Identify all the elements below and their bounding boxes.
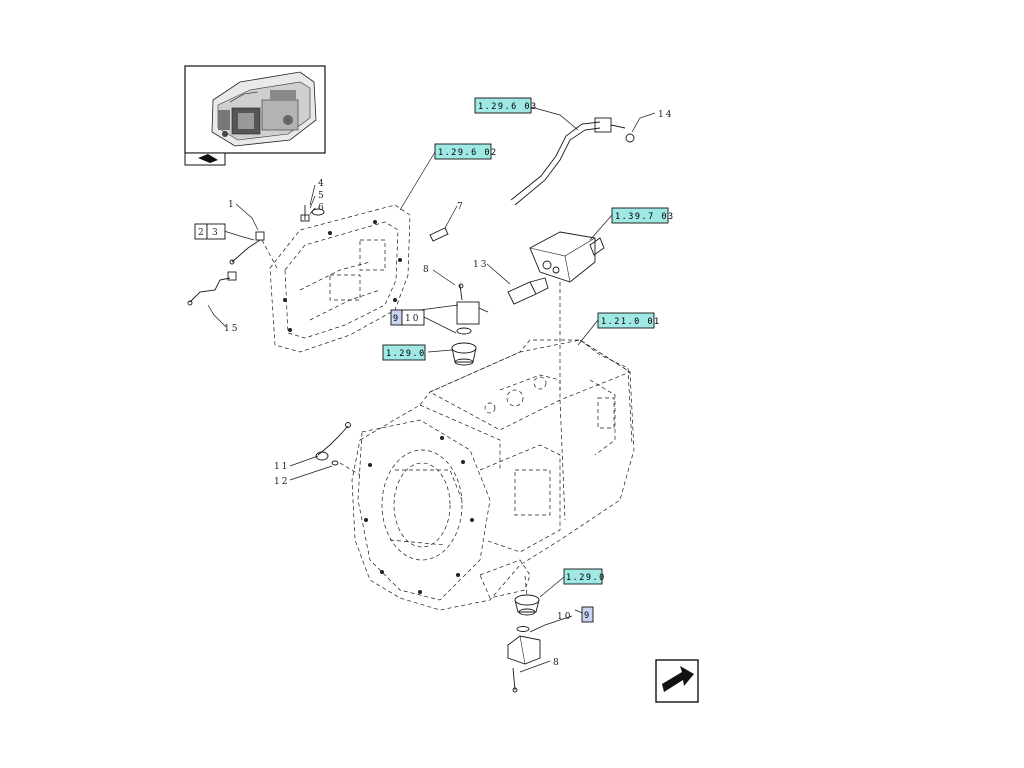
callout-13: 13 [473, 260, 488, 270]
ref-box-top-pipe[interactable]: 1.29.6 03 [474, 97, 538, 114]
callout-1: 1 [228, 200, 236, 210]
svg-text:1.39.7 03: 1.39.7 03 [615, 212, 675, 222]
callout-14: 14 [658, 110, 673, 120]
ref-box-small-9b[interactable]: 9 [581, 606, 594, 623]
sensor-upper [456, 283, 489, 335]
callout-7: 7 [457, 202, 465, 212]
callout-15: 15 [224, 324, 239, 334]
svg-text:1.29.0: 1.29.0 [566, 573, 606, 583]
ref-box-housing[interactable]: 1.21.0 01 [597, 312, 661, 329]
callout-10-lower: 10 [557, 612, 572, 622]
svg-text:9: 9 [393, 314, 400, 324]
ref-box-top-plate[interactable]: 1.29.6 02 [434, 143, 498, 160]
cover-plate [269, 204, 411, 353]
wiring-harness-left [187, 231, 279, 306]
callout-10-upper: 10 [405, 314, 420, 324]
callout-2: 2 [198, 228, 206, 238]
ref-box-cap-bottom[interactable]: 1.29.0 [563, 568, 606, 585]
transmission-housing [351, 339, 635, 611]
ref-box-cap-left[interactable]: 1.29.0 [382, 344, 426, 361]
callout-12: 12 [274, 477, 289, 487]
ref-box-small-9a[interactable]: 9 [390, 309, 403, 326]
wiring-harness-lower [315, 422, 361, 476]
callout-4: 4 [318, 179, 326, 189]
callout-frame-10a [401, 309, 425, 326]
callout-3: 3 [212, 228, 220, 238]
hydraulic-pipe [510, 117, 635, 206]
callout-6: 6 [318, 203, 326, 213]
cap-left [451, 342, 477, 366]
svg-text:9: 9 [584, 611, 591, 621]
assembly-thumbnail-icon[interactable] [184, 65, 326, 166]
svg-text:1.29.6 02: 1.29.6 02 [438, 148, 498, 158]
callout-8-lower: 8 [553, 658, 561, 668]
svg-text:1.21.0 01: 1.21.0 01 [601, 317, 661, 327]
control-valve [529, 231, 605, 283]
cap-bottom [507, 575, 541, 693]
callout-5: 5 [318, 191, 326, 201]
callout-11: 11 [274, 462, 289, 472]
callout-frame-3 [206, 223, 226, 240]
ref-box-valve[interactable]: 1.39.7 03 [611, 207, 675, 224]
leader-lines [207, 106, 656, 673]
solenoid [507, 277, 549, 305]
svg-text:1.29.0: 1.29.0 [386, 349, 426, 359]
next-page-arrow-icon[interactable] [655, 659, 699, 703]
svg-text:1.29.6 03: 1.29.6 03 [478, 102, 538, 112]
callout-8-upper: 8 [423, 265, 431, 275]
